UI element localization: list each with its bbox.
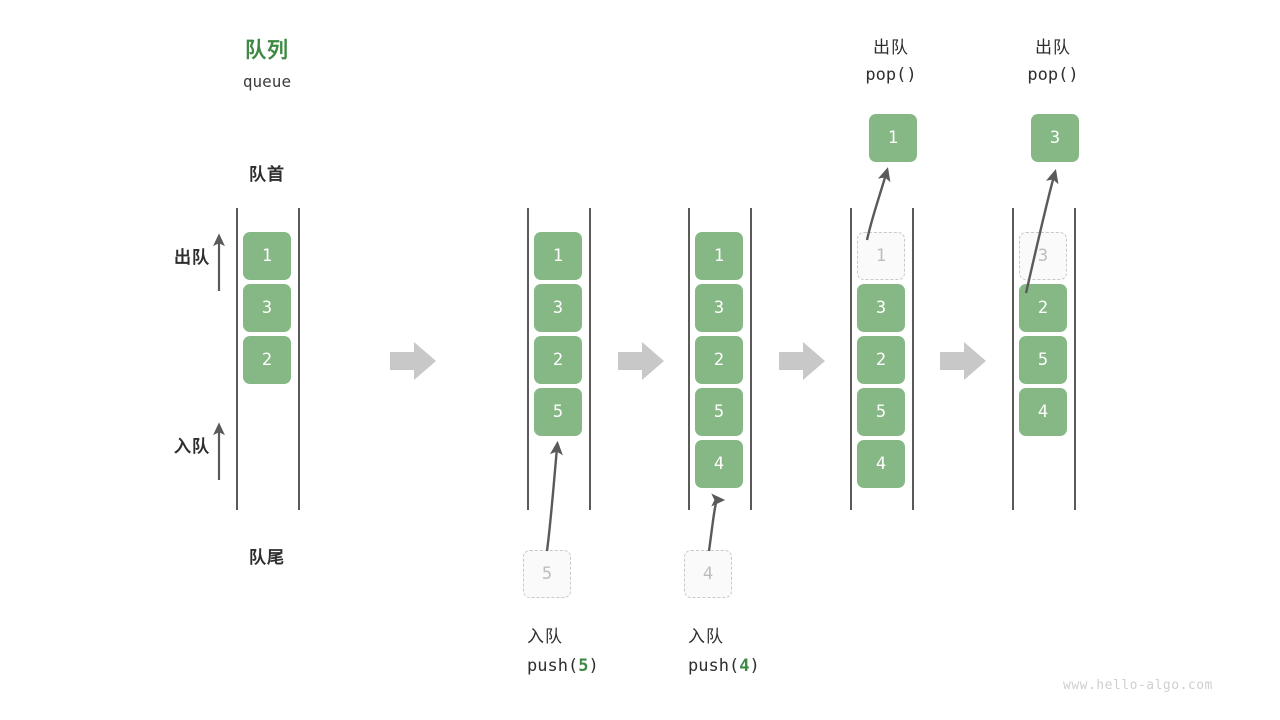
queue-rail-left [1012,208,1014,510]
popped-element: 1 [869,114,917,162]
queue-cell: 1 [534,232,582,280]
dequeue-direction-label: 出队 [174,248,210,268]
operation-argument: 5 [578,656,589,676]
push-5-curve-arrow-icon [545,440,563,552]
operation-label-code: pop() [1027,65,1079,85]
operation-argument: 4 [739,656,750,676]
queue-cell: 1 [243,232,291,280]
queue-rail-right [298,208,300,510]
queue-cell: 3 [695,284,743,332]
operation-label-code: pop() [865,65,917,85]
queue-cell: 2 [695,336,743,384]
page-title-en: queue [242,72,292,91]
queue-rail-right [1074,208,1076,510]
queue-cell: 3 [243,284,291,332]
queue-tail-label: 队尾 [249,548,285,568]
queue-cell: 5 [1019,336,1067,384]
queue-cell: 4 [857,440,905,488]
queue-head-label: 队首 [249,165,285,185]
queue-cell: 5 [857,388,905,436]
operation-label-cn: 入队 [527,627,563,647]
queue-cell-ghost: 1 [857,232,905,280]
queue-cell: 3 [534,284,582,332]
page-title-cn: 队列 [245,38,289,62]
queue-cell: 3 [857,284,905,332]
queue-rail-left [688,208,690,510]
operation-label-code: push(5) [527,656,599,676]
operation-label-code: push(4) [688,656,760,676]
queue-rail-left [850,208,852,510]
queue-cell-ghost: 3 [1019,232,1067,280]
push-4-curve-arrow-icon [707,493,726,552]
incoming-element-ghost: 5 [523,550,571,598]
pop-1-curve-arrow-icon [865,167,891,241]
queue-rail-left [236,208,238,510]
queue-rail-right [750,208,752,510]
flow-arrow-icon [779,342,825,380]
watermark: www.hello-algo.com [1063,678,1213,693]
operation-label-cn: 入队 [688,627,724,647]
queue-rail-right [589,208,591,510]
flow-arrow-icon [390,342,436,380]
queue-cell: 1 [695,232,743,280]
queue-cell: 5 [695,388,743,436]
flow-arrow-icon [618,342,664,380]
queue-rail-left [527,208,529,510]
enqueue-direction-label: 入队 [174,437,210,457]
queue-cell: 2 [243,336,291,384]
queue-cell: 4 [1019,388,1067,436]
popped-element: 3 [1031,114,1079,162]
flow-arrow-icon [940,342,986,380]
operation-label-cn: 出队 [873,38,909,58]
queue-cell: 5 [534,388,582,436]
queue-cell: 2 [857,336,905,384]
queue-cell: 2 [1019,284,1067,332]
queue-rail-right [912,208,914,510]
queue-cell: 4 [695,440,743,488]
operation-label-cn: 出队 [1035,38,1071,58]
incoming-element-ghost: 4 [684,550,732,598]
queue-cell: 2 [534,336,582,384]
